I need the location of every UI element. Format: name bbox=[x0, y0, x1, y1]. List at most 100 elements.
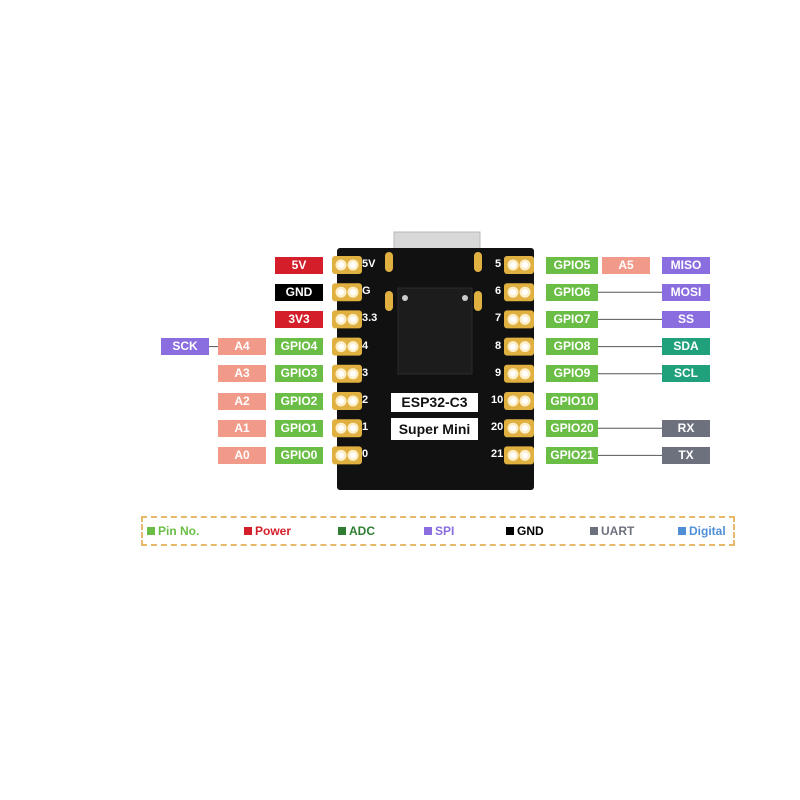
left-pad-hole-center bbox=[350, 370, 356, 377]
left-pin-label-adc: A4 bbox=[218, 338, 266, 356]
left-pin-number: 3.3 bbox=[362, 312, 378, 325]
right-pin-number: 5 bbox=[495, 258, 502, 270]
indicator-led bbox=[402, 295, 408, 301]
legend-swatch bbox=[590, 527, 598, 535]
slot-pad-left-lower bbox=[385, 291, 393, 311]
chip-shield bbox=[397, 287, 473, 375]
right-pad-hole-center bbox=[522, 262, 528, 268]
left-pad-hole-center bbox=[338, 398, 344, 404]
legend-item: Power bbox=[244, 524, 291, 538]
right-pin-number: 20 bbox=[491, 421, 504, 434]
left-pin-label-gpio: GPIO0 bbox=[275, 446, 323, 464]
slot-pad-left bbox=[385, 252, 393, 272]
right-pin-label-gpio: GPIO10 bbox=[546, 392, 598, 410]
left-pin-number: 1 bbox=[362, 421, 369, 434]
left-pin-number: 5V bbox=[362, 258, 376, 270]
right-pad-hole-center bbox=[522, 343, 528, 350]
left-pad-hole-center bbox=[338, 425, 344, 432]
left-pin-number: G bbox=[362, 285, 371, 298]
right-pin-label-gpio: GPIO8 bbox=[546, 338, 598, 356]
right-pad-hole-center bbox=[510, 343, 516, 350]
legend-label: SPI bbox=[435, 524, 455, 538]
left-pin-label-adc: A2 bbox=[218, 392, 266, 410]
right-pin-number: 10 bbox=[491, 394, 504, 406]
left-pin-label-gpio: GPIO3 bbox=[275, 365, 323, 383]
right-pad-hole-center bbox=[522, 398, 528, 404]
left-pad-hole-center bbox=[338, 316, 344, 323]
right-pin-label-gpio: GPIO7 bbox=[546, 310, 598, 328]
legend-swatch bbox=[506, 527, 514, 535]
left-pin-number: 0 bbox=[362, 448, 369, 461]
left-pad-hole-center bbox=[350, 316, 356, 323]
right-pin-label-i2c: SDA bbox=[662, 338, 710, 356]
left-pin-number: 2 bbox=[362, 394, 369, 406]
legend-label: Digital bbox=[689, 524, 726, 538]
right-pin-number: 8 bbox=[495, 339, 502, 352]
legend-label: Power bbox=[255, 524, 292, 538]
legend-item: GND bbox=[506, 524, 544, 538]
left-pad-hole-center bbox=[350, 289, 356, 296]
left-pin-label-power: 5V bbox=[275, 256, 323, 274]
right-pin-number: 9 bbox=[495, 366, 502, 379]
right-pin-label-gpio: GPIO9 bbox=[546, 365, 598, 383]
right-pin-number: 21 bbox=[491, 448, 504, 461]
right-pad-hole-center bbox=[510, 370, 516, 377]
right-pad-hole-center bbox=[510, 425, 516, 432]
left-pin-label-adc: A0 bbox=[218, 446, 266, 464]
right-pad-hole-center bbox=[510, 452, 516, 459]
right-pin-label-spi: SS bbox=[662, 310, 710, 328]
left-pin-label-spi: SCK bbox=[161, 338, 209, 356]
left-pin-label-adc: A3 bbox=[218, 365, 266, 383]
right-pin-number: 6 bbox=[495, 285, 502, 298]
legend-swatch bbox=[244, 527, 252, 535]
left-pad-hole-center bbox=[350, 425, 356, 432]
right-pin-label-adc: A5 bbox=[602, 256, 650, 274]
left-pin-label-power: 3V3 bbox=[275, 310, 323, 328]
left-pad-hole-center bbox=[350, 343, 356, 350]
legend-label: GND bbox=[517, 524, 544, 538]
right-pin-label-uart: RX bbox=[662, 419, 710, 437]
left-pad-hole-center bbox=[338, 262, 344, 268]
legend-label: Pin No. bbox=[158, 524, 200, 538]
board-name-line2: Super Mini bbox=[391, 418, 478, 440]
right-pin-number: 7 bbox=[495, 312, 502, 325]
legend-label: UART bbox=[601, 524, 635, 538]
left-pin-label-gpio: GPIO1 bbox=[275, 419, 323, 437]
left-pad-hole-center bbox=[338, 452, 344, 459]
legend-swatch bbox=[424, 527, 432, 535]
left-pin-label-adc: A1 bbox=[218, 419, 266, 437]
legend-swatch bbox=[147, 527, 155, 535]
right-pin-label-spi: MOSI bbox=[662, 283, 710, 301]
right-pin-label-uart: TX bbox=[662, 446, 710, 464]
right-pin-label-i2c: SCL bbox=[662, 365, 710, 383]
right-pin-label-gpio: GPIO5 bbox=[546, 256, 598, 274]
left-pad-hole-center bbox=[350, 262, 356, 268]
legend-item: ADC bbox=[338, 524, 375, 538]
right-pad-hole-center bbox=[510, 316, 516, 323]
left-pin-label-gpio: GPIO2 bbox=[275, 392, 323, 410]
right-pad-hole-center bbox=[510, 262, 516, 268]
board-name-line1: ESP32-C3 bbox=[391, 393, 478, 412]
right-pad-hole-center bbox=[510, 398, 516, 404]
indicator-led bbox=[462, 295, 468, 301]
right-pad-hole-center bbox=[522, 452, 528, 459]
left-pad-hole-center bbox=[350, 398, 356, 404]
right-pad-hole-center bbox=[522, 370, 528, 377]
right-pin-label-spi: MISO bbox=[662, 256, 710, 274]
right-pin-label-gpio: GPIO20 bbox=[546, 419, 598, 437]
legend-swatch bbox=[338, 527, 346, 535]
legend-label: ADC bbox=[349, 524, 375, 538]
right-pad-hole-center bbox=[522, 289, 528, 296]
right-pad-hole-center bbox=[510, 289, 516, 296]
left-pad-hole-center bbox=[338, 289, 344, 296]
right-pin-label-gpio: GPIO21 bbox=[546, 446, 598, 464]
left-pin-label-gpio: GPIO4 bbox=[275, 338, 323, 356]
slot-pad-right bbox=[474, 252, 482, 272]
legend-item: Digital bbox=[678, 524, 726, 538]
left-pin-number: 4 bbox=[362, 339, 369, 352]
right-pad-hole-center bbox=[522, 316, 528, 323]
left-pad-hole-center bbox=[338, 343, 344, 350]
legend-swatch bbox=[678, 527, 686, 535]
left-pad-hole-center bbox=[338, 370, 344, 377]
